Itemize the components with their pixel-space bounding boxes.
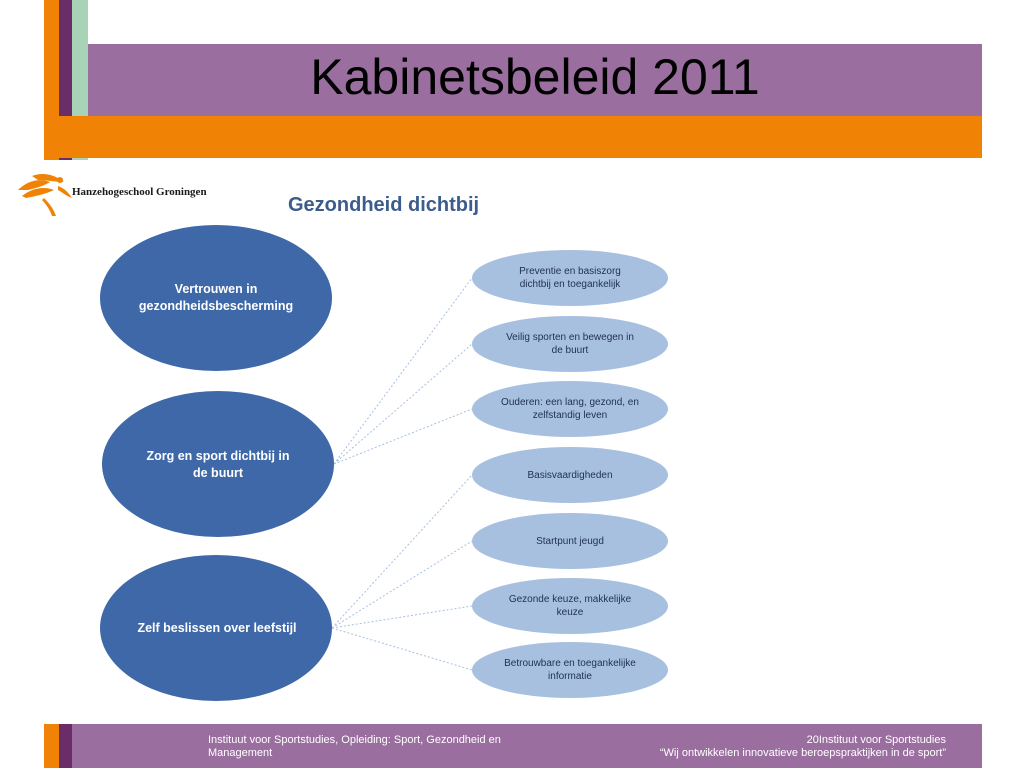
sub-node-4-label: Basisvaardigheden — [527, 469, 613, 481]
sub-node-2-label: Veilig sporten en bewegen in de buurt — [506, 332, 634, 356]
main-node-1 — [100, 225, 332, 371]
connector-line — [333, 408, 473, 465]
footer-right-text: 20Instituut voor Sportstudies “Wij ontwi… — [560, 734, 946, 760]
slide-title: Kabinetsbeleid 2011 — [310, 49, 760, 105]
main-node-3 — [100, 555, 332, 701]
sub-node-3-label: Ouderen: een lang, gezond, en zelfstandi… — [501, 397, 639, 421]
sub-node-7-label: Betrouwbare en toegankelijke informatie — [504, 658, 636, 682]
connector-line — [331, 540, 473, 629]
sub-node-1-label: Preventie en basiszorg dichtbij en toega… — [519, 266, 621, 290]
logo-text: Hanzehogeschool Groningen — [72, 186, 207, 198]
sub-node-6 — [472, 578, 668, 634]
connector-lines — [331, 277, 473, 671]
sub-node-4 — [472, 447, 668, 503]
connector-line — [333, 277, 473, 465]
sub-node-2 — [472, 316, 668, 372]
connector-line — [333, 343, 473, 465]
hanze-logo-icon — [18, 174, 72, 216]
sub-node-5-label: Startpunt jeugd — [536, 535, 604, 547]
footer-band — [72, 724, 982, 768]
main-node-3-label: Zelf beslissen over leefstijl — [137, 620, 297, 635]
connector-line — [331, 627, 473, 671]
main-node-1-label: Vertrouwen in gezondheidsbescherming — [138, 282, 294, 313]
sub-node-1 — [472, 250, 668, 306]
main-node-2-label: Zorg en sport dichtbij in de buurt — [146, 449, 290, 480]
diagram-title: Gezondheid dichtbij — [288, 194, 480, 216]
sub-node-7 — [472, 642, 668, 698]
sub-node-6-label: Gezonde keuze, makkelijke keuze — [508, 594, 632, 618]
footer-left-text: Instituut voor Sportstudies, Opleiding: … — [208, 734, 501, 759]
sub-node-5 — [472, 513, 668, 569]
orange-band — [44, 116, 982, 158]
footer-right-line-2: “Wij ontwikkelen innovatieve beroepsprak… — [659, 747, 946, 759]
connector-line — [331, 605, 473, 629]
connector-line — [331, 474, 473, 629]
footer-right-line-1: 20Instituut voor Sportstudies — [806, 734, 946, 746]
sub-node-3 — [472, 381, 668, 437]
main-node-2 — [102, 391, 334, 537]
title-band — [88, 44, 982, 116]
